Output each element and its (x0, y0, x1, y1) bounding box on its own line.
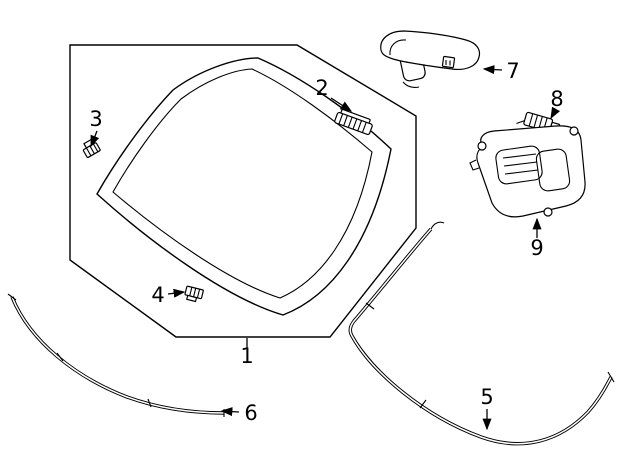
callout-1-label[interactable]: 1 (240, 344, 253, 368)
callout-6-arrow (220, 407, 240, 417)
screw-boss (477, 141, 487, 151)
mirror-connector (441, 55, 456, 69)
callout-7-label[interactable]: 7 (506, 59, 519, 83)
lower-molding (7, 293, 225, 417)
rearview-mirror (380, 30, 481, 88)
windshield-glass (96, 57, 392, 316)
sensor-lead (516, 120, 525, 125)
side-notch (469, 159, 480, 171)
bracket-part-2 (334, 108, 373, 136)
windshield-bounding-box (69, 44, 417, 338)
overhead-console-bracket (469, 125, 586, 218)
screw-boss (543, 207, 553, 217)
callout-4-arrow (167, 288, 186, 298)
connector-detail (445, 60, 451, 66)
clip-part-3 (82, 138, 101, 159)
screw-boss (569, 126, 579, 136)
hatch-lines (528, 113, 548, 131)
molding-strip (10, 296, 225, 415)
molding-strip-inner (349, 228, 612, 445)
windshield-glass-outline (96, 57, 392, 316)
mirror-housing (380, 30, 481, 71)
clip-tab (186, 294, 198, 303)
callout-5-label[interactable]: 5 (480, 385, 493, 409)
windshield-glass-inner-line (112, 68, 373, 299)
callout-6-label[interactable]: 6 (244, 401, 257, 425)
callout-9-label[interactable]: 9 (530, 236, 543, 260)
mirror-inner-contour (389, 39, 407, 56)
hatch-lines (502, 153, 539, 175)
molding-end-caps (7, 293, 225, 417)
bracket-body (334, 111, 373, 136)
clip-part-4 (184, 285, 204, 303)
callout-2-arrow (330, 97, 353, 112)
console-opening-left (495, 145, 543, 185)
callout-3-label[interactable]: 3 (89, 107, 102, 131)
hatch-lines (338, 113, 367, 133)
callout-8-arrow (550, 106, 561, 120)
side-molding (348, 221, 615, 446)
callout-3-arrow (90, 130, 100, 148)
callout-8-label[interactable]: 8 (550, 87, 563, 111)
callout-7-arrow (482, 65, 503, 75)
callout-4-label[interactable]: 4 (151, 283, 164, 307)
console-opening-right (535, 148, 571, 192)
molding-end-caps (365, 221, 615, 409)
hatch-lines (189, 287, 201, 299)
callout-2-label[interactable]: 2 (315, 76, 328, 100)
molding-strip-inner (11, 296, 225, 414)
mirror-mount-foot (402, 81, 420, 88)
